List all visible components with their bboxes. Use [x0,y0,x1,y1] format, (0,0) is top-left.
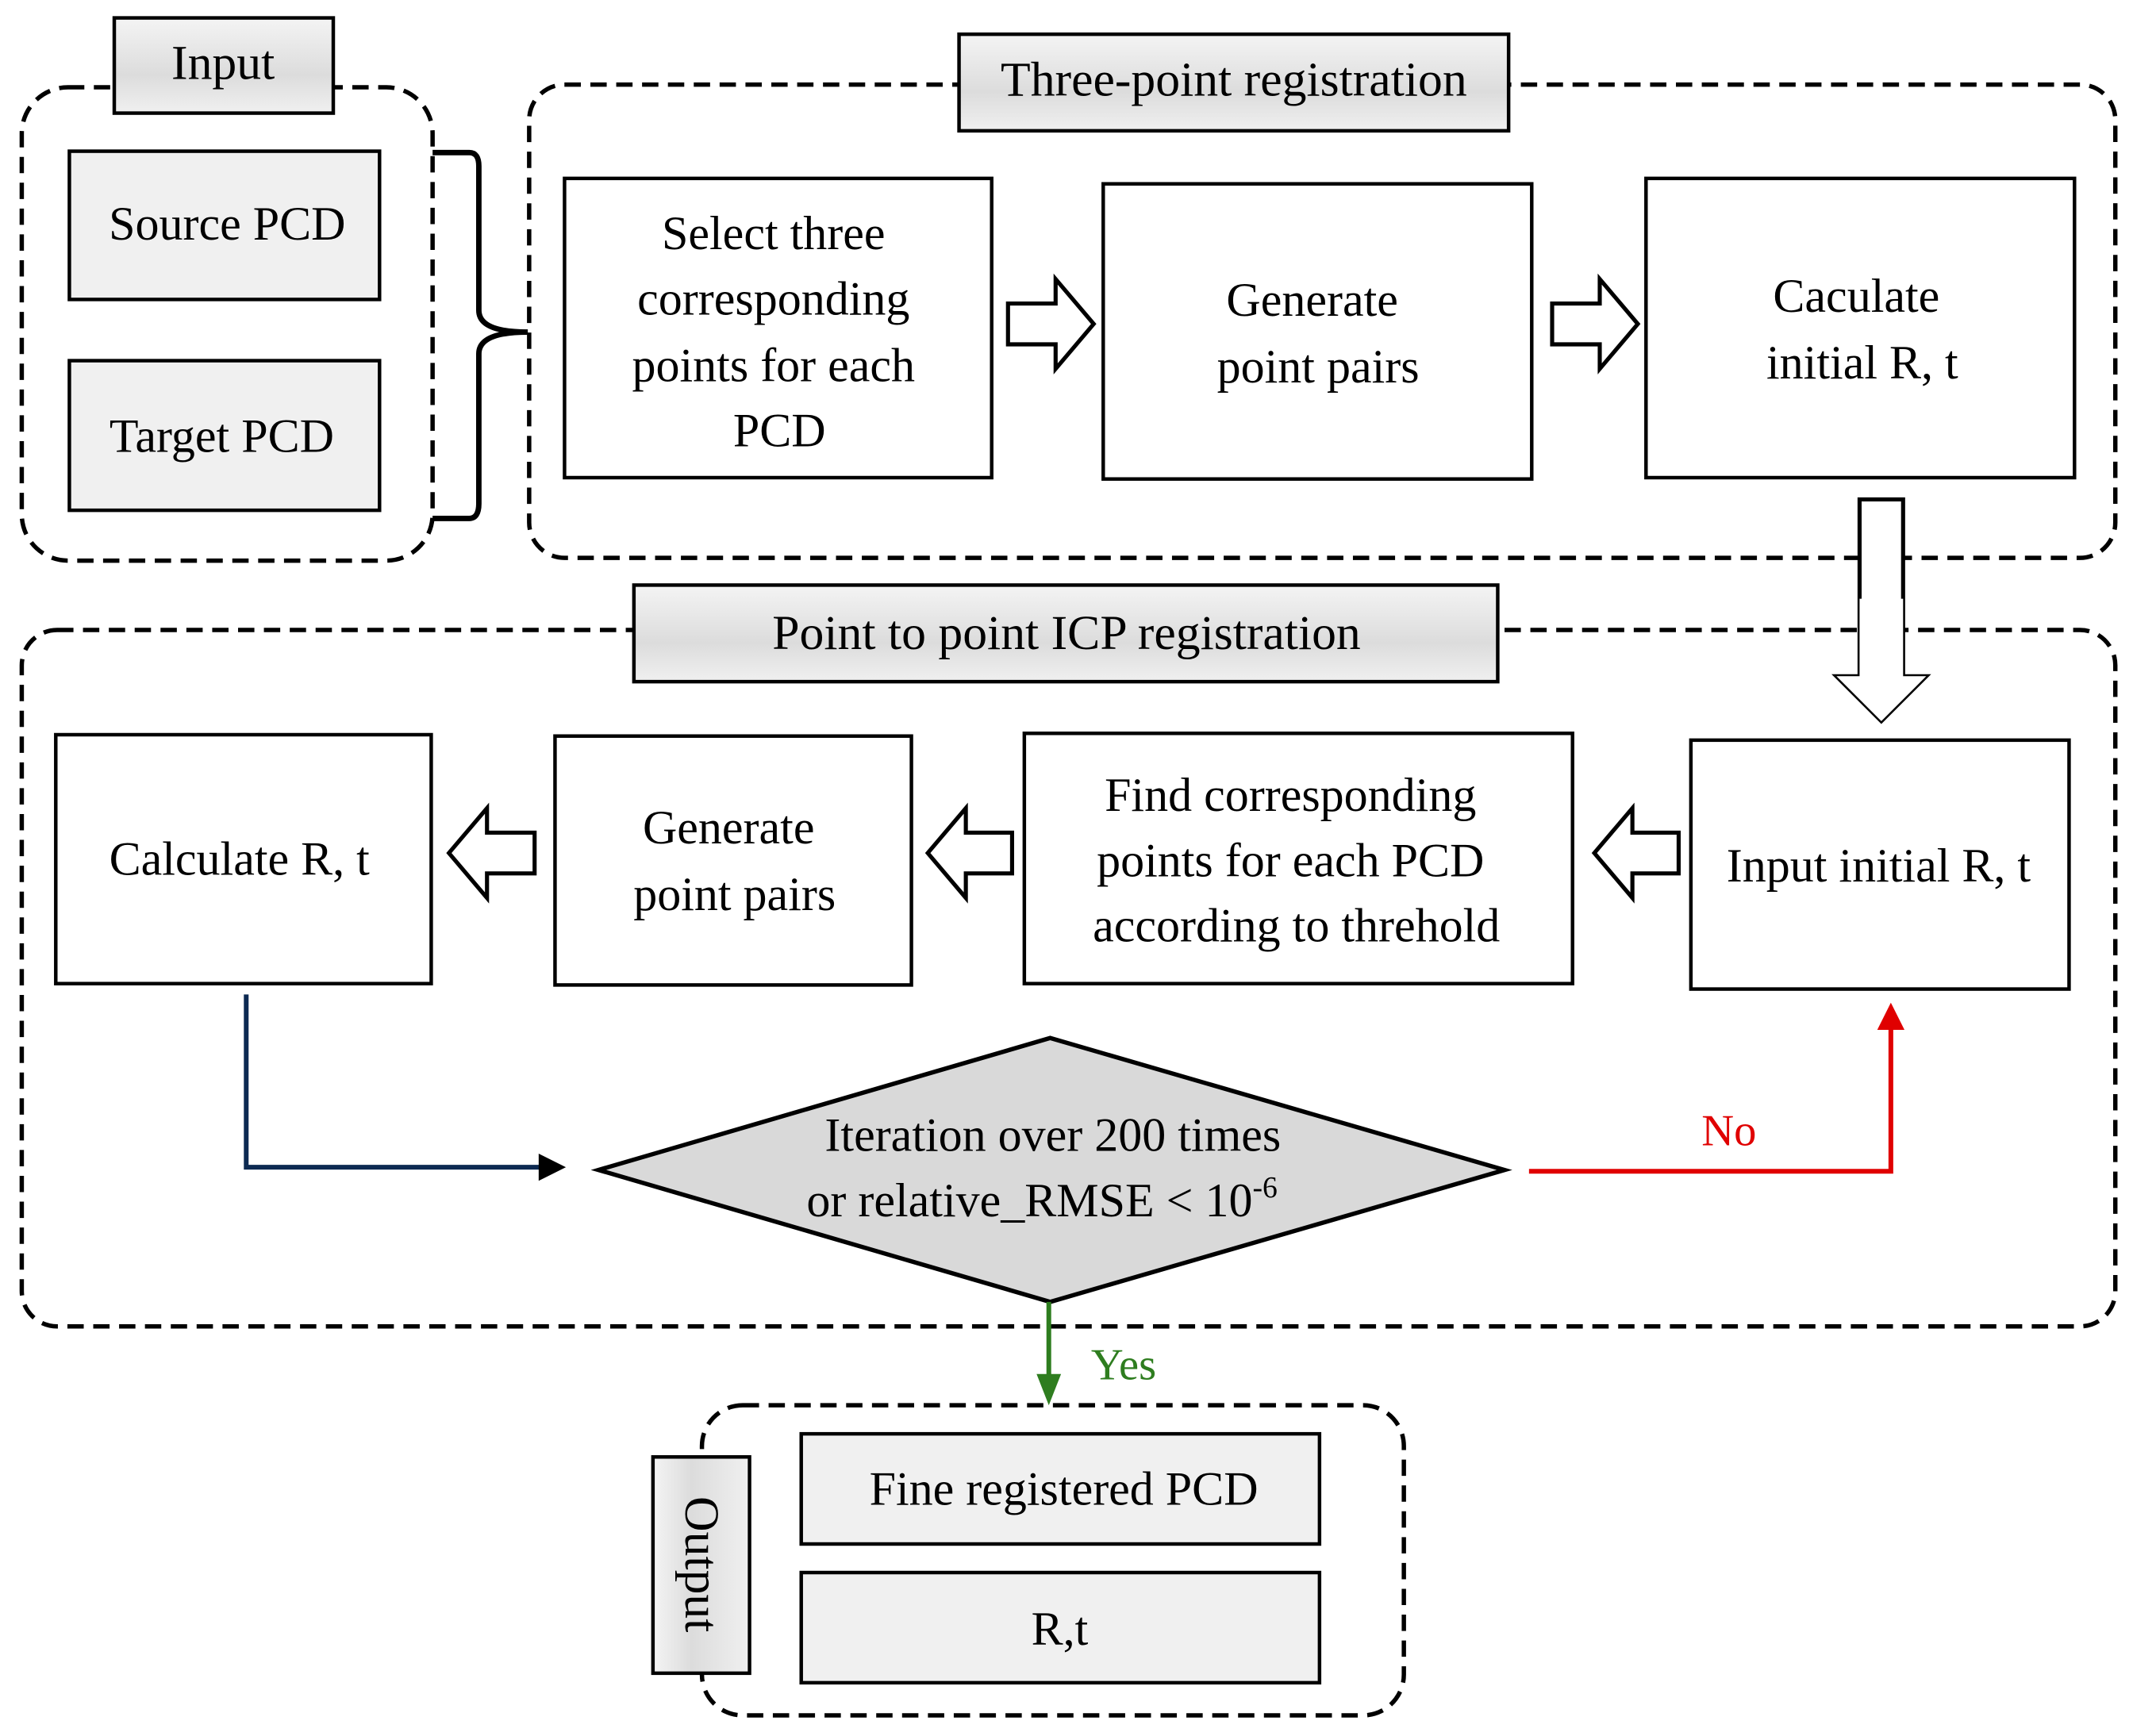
input-title-box [112,16,336,115]
no-arrow [1528,1023,1893,1174]
input-initial-label: Input initial R, t [1727,839,2031,892]
calc-initial-label: Caculate initial R, t [1766,270,1958,389]
output-title: Output [674,1496,728,1632]
three-point-title-box [957,32,1511,133]
icp-group: Point to point ICP registration Calculat… [19,583,2118,1329]
icp-title-box [632,583,1500,684]
output-title-box [651,1455,751,1676]
target-pcd-label: Target PCD [110,409,334,462]
generate-pairs-label-1: Generate point pairs [1217,274,1420,393]
generate-pairs-box-2 [553,734,913,987]
left-arrow-icon [1591,802,1681,904]
output-rt-box [799,1570,1322,1685]
three-point-group: Three-point registration Select three co… [527,32,2118,724]
output-group: Output Fine registered PCD R,t [651,1403,1406,1718]
arrowhead-icon [538,1154,567,1181]
right-arrow-icon [1005,273,1097,374]
input-initial-box [1689,738,2071,991]
select-points-label: Select three corresponding points for ea… [632,207,928,457]
source-pcd-label: Source PCD [109,198,345,250]
down-arrow-icon [1836,598,1927,721]
decision-line-1: Iteration over 200 times [824,1109,1281,1162]
find-correspondences-box [1022,732,1574,985]
three-point-title: Three-point registration [1001,52,1467,106]
calculate-rt-box [54,732,433,985]
fine-registered-pcd-label: Fine registered PCD [870,1462,1259,1515]
yes-label: Yes [1091,1341,1156,1390]
arrowhead-icon [1877,1002,1904,1030]
no-label: No [1701,1107,1756,1156]
generate-pairs-box-1 [1101,182,1534,481]
arrowhead-icon [1036,1373,1062,1406]
source-pcd-box [67,149,382,301]
fine-registered-pcd-box [799,1431,1322,1546]
left-arrow-icon [924,802,1014,904]
brace-icon [432,149,528,521]
calc-initial-box [1644,176,2077,480]
target-pcd-box [67,359,382,513]
left-arrow-icon [446,802,537,904]
calculate-rt-label: Calculate R, t [110,833,371,885]
decision-line-2: or relative_RMSE < 10-6 [806,1171,1278,1227]
generate-pairs-label-2: Generate point pairs [633,801,836,920]
output-rt-label: R,t [1032,1603,1089,1655]
icp-title: Point to point ICP registration [772,606,1361,660]
input-title: Input [171,36,275,90]
right-arrow-icon [1550,273,1641,374]
decision-diamond [590,1035,1512,1304]
loop-arrow [244,994,552,1170]
select-points-box [563,176,993,480]
find-correspondences-label: Find corresponding points for each PCD a… [1093,769,1500,952]
input-group: Input Source PCD Target PCD [19,16,528,563]
output-group-border [699,1403,1406,1718]
